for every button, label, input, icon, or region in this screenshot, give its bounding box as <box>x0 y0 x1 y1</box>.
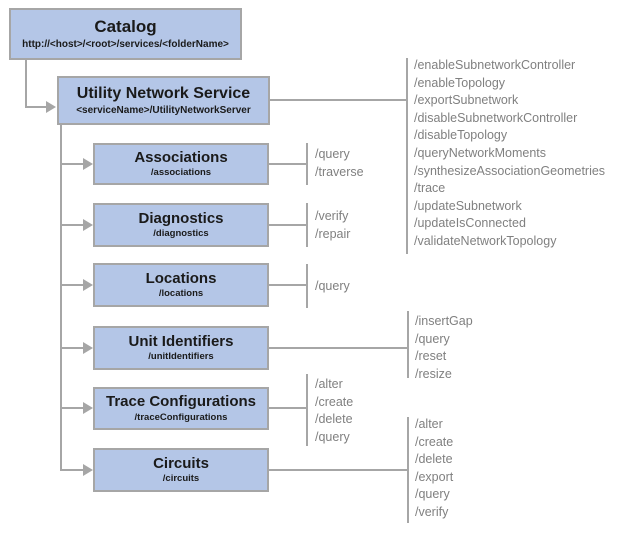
arrowhead-icon <box>83 219 93 231</box>
operations-list-locations: /query <box>315 278 350 296</box>
bracket-service-operations <box>406 58 408 254</box>
resource-title: Trace Configurations <box>105 393 257 411</box>
arrowhead-icon <box>83 342 93 354</box>
operation-item: /resize <box>415 366 452 381</box>
branch-line-trace-configurations <box>60 407 85 409</box>
branch-line-locations <box>60 284 85 286</box>
operations-list-associations: /query /traverse <box>315 146 364 181</box>
operations-list-service: /enableSubnetworkController /enableTopol… <box>414 57 605 251</box>
branch-line-associations <box>60 163 85 165</box>
resource-title: Diagnostics <box>138 209 224 227</box>
operation-item: /query <box>415 331 450 346</box>
operations-list-circuits: /alter /create /delete /export /query /v… <box>415 416 453 522</box>
resource-node-unit-identifiers: Unit Identifiers /unitIdentifiers <box>93 326 269 370</box>
resource-node-circuits: Circuits /circuits <box>93 448 269 492</box>
bracket-locations-operations <box>306 264 308 308</box>
resource-path: /associations <box>150 167 212 179</box>
bracket-associations-operations <box>306 143 308 185</box>
operation-item: /query <box>415 487 450 502</box>
operation-item: /repair <box>315 226 351 241</box>
operation-item: /traverse <box>315 164 364 179</box>
resource-title: Unit Identifiers <box>128 332 234 350</box>
bracket-trace-configurations-operations <box>306 374 308 446</box>
operation-item: /query <box>315 147 350 161</box>
operation-item: /create <box>415 434 454 449</box>
connector-unit-identifiers-operations <box>269 347 407 349</box>
operation-item: /enableTopology <box>414 75 506 90</box>
connector-circuits-operations <box>269 469 407 471</box>
operation-item: /delete <box>415 452 453 467</box>
resource-node-diagnostics: Diagnostics /diagnostics <box>93 203 269 247</box>
catalog-url: http://<host>/<root>/services/<folderNam… <box>22 38 229 50</box>
operation-item: /verify <box>415 504 449 519</box>
resource-path: /circuits <box>162 473 200 485</box>
arrowhead-icon <box>83 279 93 291</box>
bracket-unit-identifiers-operations <box>407 311 409 378</box>
connector-service-trunk <box>60 125 62 470</box>
bracket-circuits-operations <box>407 417 409 523</box>
catalog-node: Catalog http://<host>/<root>/services/<f… <box>9 8 242 60</box>
resource-title: Associations <box>134 148 228 166</box>
operation-item: /query <box>315 429 350 444</box>
operation-item: /alter <box>415 417 443 431</box>
resource-title: Locations <box>145 269 217 287</box>
resource-title: Circuits <box>153 454 209 472</box>
connector-catalog-horizontal <box>25 106 47 108</box>
operation-item: /disableSubnetworkController <box>414 110 578 125</box>
arrowhead-icon <box>46 101 56 113</box>
operation-item: /exportSubnetwork <box>414 93 519 108</box>
connector-catalog-vertical <box>25 60 27 108</box>
arrowhead-icon <box>83 464 93 476</box>
arrowhead-icon <box>83 158 93 170</box>
connector-locations-operations <box>269 284 307 286</box>
operation-item: /enableSubnetworkController <box>414 58 576 72</box>
operation-item: /disableTopology <box>414 128 508 143</box>
connector-associations-operations <box>269 163 307 165</box>
connector-trace-configurations-operations <box>269 407 307 409</box>
resource-path: /locations <box>158 288 204 300</box>
resource-node-associations: Associations /associations <box>93 143 269 185</box>
operation-item: /create <box>315 394 354 409</box>
operation-item: /synthesizeAssociationGeometries <box>414 163 606 178</box>
operation-item: /export <box>415 469 454 484</box>
connector-service-operations <box>270 99 406 101</box>
resource-path: /unitIdentifiers <box>148 351 214 363</box>
operation-item: /updateSubnetwork <box>414 198 522 213</box>
resource-node-locations: Locations /locations <box>93 263 269 307</box>
resource-path: /traceConfigurations <box>134 411 228 423</box>
bracket-diagnostics-operations <box>306 203 308 247</box>
operation-item: /query <box>315 279 350 293</box>
service-title: Utility Network Service <box>76 85 251 103</box>
operations-list-unit-identifiers: /insertGap /query /reset /resize <box>415 313 473 383</box>
operation-item: /verify <box>315 209 349 223</box>
operations-list-diagnostics: /verify /repair <box>315 208 350 243</box>
operations-list-trace-configurations: /alter /create /delete /query <box>315 376 353 446</box>
operation-item: /updateIsConnected <box>414 216 526 231</box>
service-path: <serviceName>/UtilityNetworkServer <box>76 104 251 116</box>
arrowhead-icon <box>83 402 93 414</box>
operation-item: /trace <box>414 181 446 196</box>
branch-line-unit-identifiers <box>60 347 85 349</box>
operation-item: /alter <box>315 377 343 391</box>
branch-line-circuits <box>60 469 85 471</box>
operation-item: /queryNetworkMoments <box>414 145 546 160</box>
operation-item: /insertGap <box>415 314 473 328</box>
resource-node-trace-configurations: Trace Configurations /traceConfiguration… <box>93 387 269 430</box>
operation-item: /validateNetworkTopology <box>414 233 557 248</box>
operation-item: /reset <box>415 349 447 364</box>
resource-path: /diagnostics <box>153 228 209 240</box>
connector-diagnostics-operations <box>269 224 307 226</box>
catalog-title: Catalog <box>94 17 157 37</box>
service-node: Utility Network Service <serviceName>/Ut… <box>57 76 270 125</box>
branch-line-diagnostics <box>60 224 85 226</box>
operation-item: /delete <box>315 412 353 427</box>
